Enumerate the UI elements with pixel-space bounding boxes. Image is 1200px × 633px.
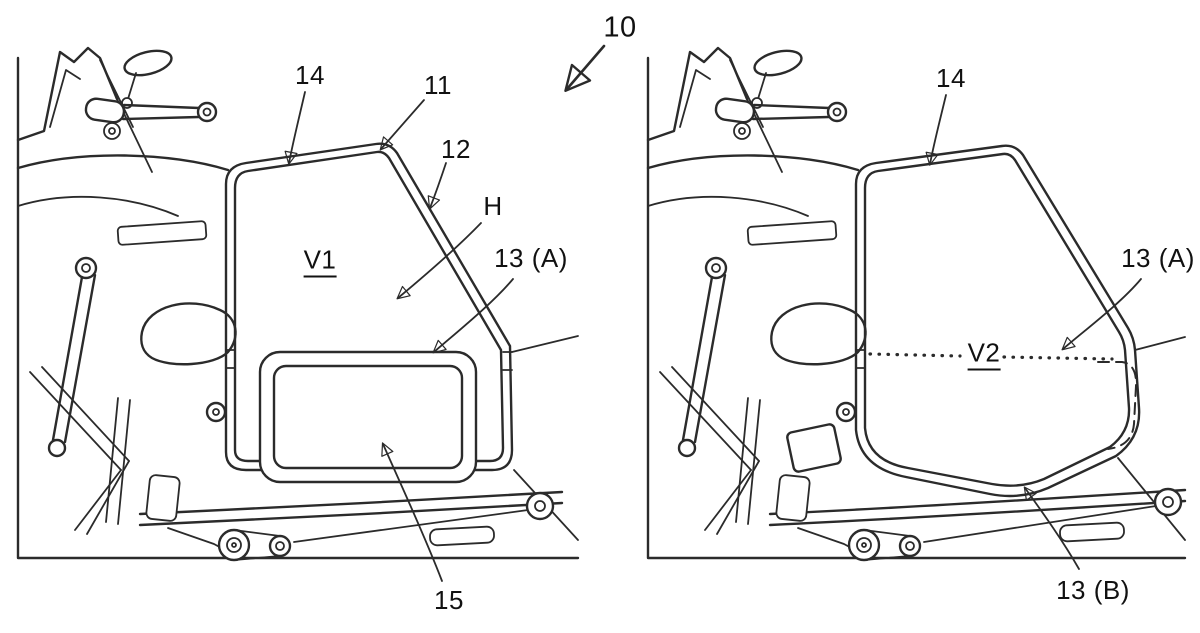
leader-14-right [925,94,947,166]
ref-label-15: 15 [434,585,464,615]
footboard [145,474,181,522]
mirror [123,49,173,77]
ref-label-14-left: 14 [295,60,325,90]
seat [140,302,237,366]
leader-15 [381,442,443,582]
footboard [775,474,811,522]
view-label-v1: V1 [303,247,337,278]
view-label-v2: V2 [967,340,1001,371]
front-shock [47,256,98,458]
leader-13a-left [432,278,514,354]
airbag-module-inner [272,364,464,470]
leader-12 [427,162,447,210]
muffler [429,525,495,547]
airbox [786,423,842,473]
mirror [753,49,803,77]
steering-joint [103,122,121,140]
ref-label-13b: 13 (B) [1056,575,1130,605]
handlebar [84,97,218,124]
ref-label-13a-right: 13 (A) [1121,243,1195,273]
front-shock [677,256,728,458]
leader-13b-right [1023,486,1080,570]
leader-11 [379,99,425,151]
handlebar-grip [84,97,126,124]
handlebar [714,97,848,124]
ref-label-10: 10 [603,11,637,44]
tank-vent [116,220,208,246]
ref-label-11: 11 [424,70,452,100]
left-frame-lines [16,46,580,561]
left-view-drawing [16,46,580,562]
muffler [1059,521,1125,543]
tank-vent [746,220,838,246]
seat [770,302,867,366]
v2-section-line [868,352,962,358]
drive-sprockets [217,528,292,562]
roll-cage-inner [233,150,505,463]
rear-hub [525,491,555,521]
ref-label-12: 12 [441,134,471,164]
v2-section-line [1002,355,1114,361]
drive-sprockets [847,528,922,562]
frame-pivot [205,401,227,423]
roll-cage-outer [854,144,1141,498]
leader-14-left [284,91,306,165]
right-frame-lines [646,46,1187,561]
leader-13a-right [1061,278,1142,351]
roll-cage-inner [863,152,1131,487]
leader-arrows [284,44,1142,582]
leader-10 [564,44,606,92]
stowed-pocket-dashed-outline [1097,361,1138,450]
right-view-drawing [646,46,1187,562]
ref-label-13a-left: 13 (A) [494,243,568,273]
frame-pivot [835,401,857,423]
ref-label-H: H [483,191,503,221]
airbag-module-outer [258,350,478,484]
ref-label-14-right: 14 [936,63,966,93]
rear-hub [1153,487,1183,517]
leader-H [396,222,482,300]
